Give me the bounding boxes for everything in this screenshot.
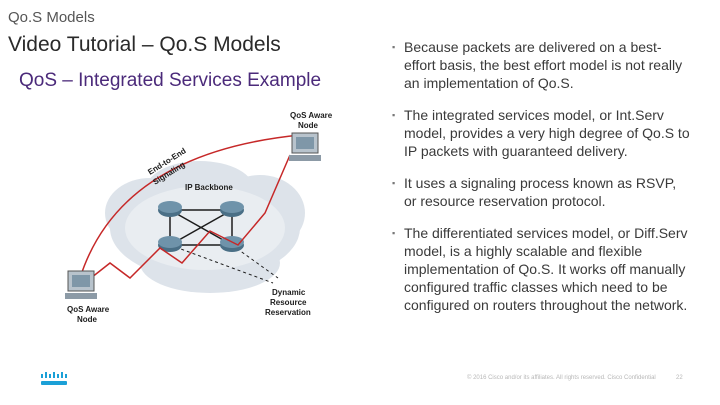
reservation-lines bbox=[169, 244, 279, 284]
diagram-canvas: QoS Aware Node QoS Aware Node End-to-End… bbox=[65, 111, 333, 324]
reservation-label-1: Dynamic bbox=[272, 288, 306, 297]
bullet-item: ▪ The differentiated services model, or D… bbox=[392, 224, 692, 314]
bullet-text: The differentiated services model, or Di… bbox=[404, 225, 688, 313]
bullet-text: Because packets are delivered on a best-… bbox=[404, 39, 683, 91]
qos-node-top-label-1: QoS Aware bbox=[290, 111, 333, 120]
backbone-label: IP Backbone bbox=[185, 183, 233, 192]
reservation-label-3: Reservation bbox=[265, 308, 311, 317]
reservation-label-2: Resource bbox=[270, 298, 307, 307]
figure-title: QoS – Integrated Services Example bbox=[19, 70, 322, 91]
page-number: 22 bbox=[676, 375, 683, 381]
bullet-marker: ▪ bbox=[392, 228, 396, 238]
cisco-logo-icon bbox=[40, 371, 68, 392]
slide-title: Video Tutorial – Qo.S Models bbox=[8, 33, 281, 56]
router-icon bbox=[158, 236, 182, 252]
bullet-text: The integrated services model, or Int.Se… bbox=[404, 107, 690, 159]
footer-copyright: © 2016 Cisco and/or its affiliates. All … bbox=[467, 375, 656, 381]
qos-node-bottom-label-2: Node bbox=[77, 315, 98, 324]
bullet-marker: ▪ bbox=[392, 42, 396, 52]
bullet-item: ▪ It uses a signaling process known as RS… bbox=[392, 174, 692, 210]
bullet-list: ▪ Because packets are delivered on a best… bbox=[392, 38, 692, 328]
intserv-diagram: QoS Aware Node QoS Aware Node End-to-End… bbox=[10, 63, 355, 346]
qos-node-top-label-2: Node bbox=[298, 121, 319, 130]
bullet-marker: ▪ bbox=[392, 110, 396, 120]
bullet-marker: ▪ bbox=[392, 178, 396, 188]
qos-node-bottom-label-1: QoS Aware bbox=[67, 305, 110, 314]
bullet-item: ▪ The integrated services model, or Int.S… bbox=[392, 106, 692, 160]
router-icon bbox=[158, 201, 182, 217]
router-icon bbox=[220, 201, 244, 217]
qos-node-top-computer-icon bbox=[289, 132, 321, 161]
signaling-path bbox=[79, 134, 301, 286]
qos-node-bottom-computer-icon bbox=[65, 270, 97, 299]
section-label: Qo.S Models bbox=[8, 9, 95, 26]
bullet-text: It uses a signaling process known as RSV… bbox=[404, 175, 677, 209]
bullet-item: ▪ Because packets are delivered on a best… bbox=[392, 38, 692, 92]
